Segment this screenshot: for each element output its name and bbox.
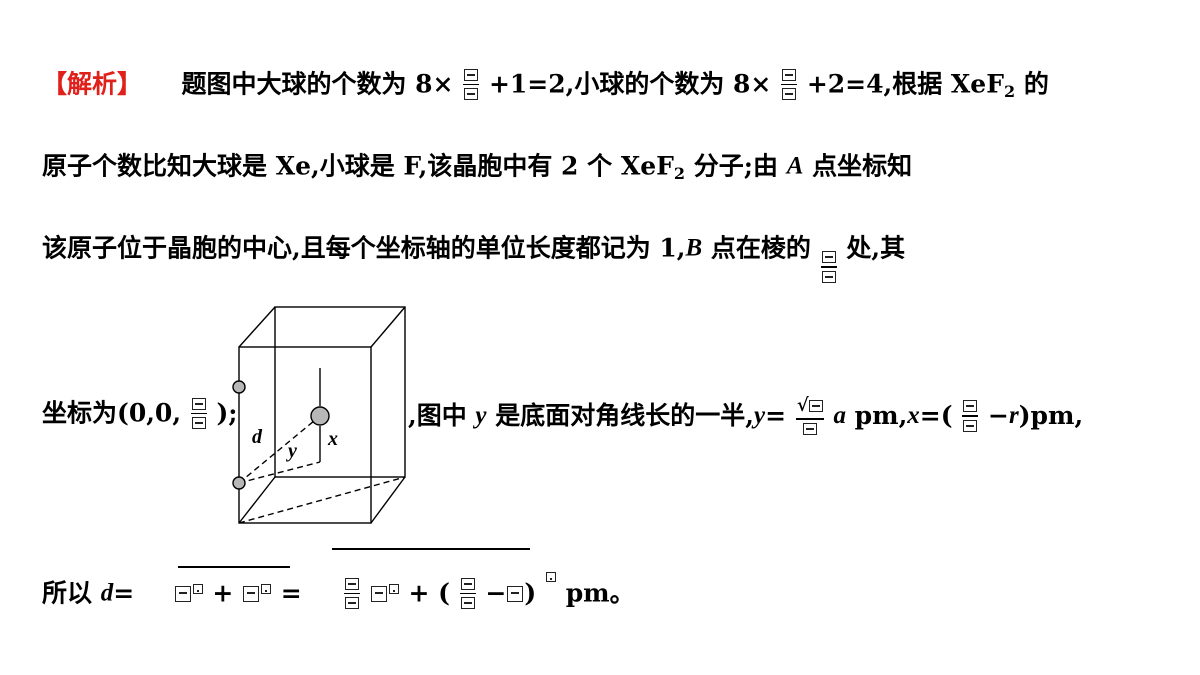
line1-text-d: 的 — [1015, 69, 1049, 99]
fraction — [344, 577, 361, 610]
placeholder-box — [260, 584, 271, 594]
line1-text-b: +1=2,小球的个数为 8× — [488, 69, 772, 99]
unit-pm: pm。 — [565, 578, 635, 608]
placeholder-box — [545, 572, 556, 582]
sqrt-symbol: √ — [796, 395, 809, 416]
equals: = — [113, 578, 135, 608]
placeholder-box — [507, 585, 524, 602]
label-x: x — [327, 428, 338, 450]
fraction — [459, 577, 476, 610]
fraction — [781, 68, 798, 101]
label-y: y — [286, 440, 297, 462]
text-line-2: 原子个数比知大球是 Xe,小球是 F,该晶胞中有 2 个 XeF2 分子;由 A… — [42, 150, 912, 189]
y-line — [238, 461, 321, 484]
placeholder-box — [192, 584, 203, 594]
placeholder-box — [174, 585, 191, 602]
radical-overline-1 — [178, 566, 290, 568]
subscript: 2 — [673, 164, 686, 183]
base-diagonal — [238, 476, 406, 524]
placeholder-box — [388, 584, 399, 594]
minus: − — [485, 578, 507, 608]
minus: − — [988, 400, 1009, 430]
cell-back-face — [274, 306, 406, 478]
line4-text-d: 是底面对角线长的一半, — [486, 400, 754, 430]
line2-text-b: 分子;由 — [685, 151, 787, 181]
d-line — [238, 415, 321, 484]
placeholder-box — [242, 585, 259, 602]
label-d: d — [252, 426, 263, 448]
fraction — [190, 397, 207, 430]
unit-cell-diagram: d y x — [232, 306, 406, 524]
line4-text-b: ); — [216, 398, 238, 428]
line4-text-e: pm, — [845, 400, 908, 430]
line1-text-c: +2=4,根据 XeF — [806, 69, 1004, 99]
line2-text-a: 原子个数比知大球是 Xe,小球是 F,该晶胞中有 2 个 XeF — [42, 151, 674, 181]
var-x: x — [907, 401, 920, 429]
text-line-4-left: 坐标为(0,0, ); — [42, 397, 238, 430]
line1-text-a: 题图中大球的个数为 8× — [181, 69, 454, 99]
line3-text-a: 该原子位于晶胞的中心,且每个坐标轴的单位长度都记为 1, — [42, 233, 686, 263]
radical-overline-2 — [332, 548, 530, 550]
small-atom-upper — [232, 380, 246, 394]
fraction — [820, 251, 837, 283]
line4-text-a: 坐标为(0,0, — [42, 398, 182, 428]
text-line-1: 【解析】 题图中大球的个数为 8× +1=2,小球的个数为 8× +2=4,根据… — [42, 68, 1049, 107]
subscript: 2 — [1003, 82, 1016, 101]
var-y: y — [753, 401, 766, 429]
fraction — [962, 400, 979, 432]
cell-front-face — [238, 346, 372, 524]
equals: = — [280, 578, 302, 608]
text-line-4-right: ,图中 y 是底面对角线长的一半,y= √ a pm,x=( −r)pm, — [408, 397, 1083, 435]
line4-text-f: =( — [919, 400, 953, 430]
small-atom-lower — [232, 476, 246, 490]
large-atom — [310, 406, 330, 426]
var-y: y — [475, 401, 487, 429]
placeholder-box — [370, 585, 387, 602]
var-d: d — [100, 579, 114, 607]
point-b-label: B — [685, 234, 703, 262]
point-a-label: A — [786, 152, 804, 180]
line2-text-c: 点坐标知 — [803, 151, 913, 181]
line3-text-b: 点在棱的 — [702, 233, 811, 263]
var-r: r — [1008, 401, 1019, 429]
text-line-3: 该原子位于晶胞的中心,且每个坐标轴的单位长度都记为 1,B 点在棱的 处,其 — [42, 232, 905, 283]
plus-paren: + ( — [408, 578, 451, 608]
fraction — [463, 68, 480, 101]
line4-text-g: )pm, — [1018, 400, 1084, 430]
line5-text-a: 所以 — [42, 578, 101, 608]
text-line-5: 所以 d= + = + ( −) pm。 — [42, 572, 635, 610]
equals: = — [765, 400, 787, 430]
line3-text-c: 处,其 — [846, 233, 906, 263]
sqrt-fraction: √ — [795, 395, 824, 435]
plus: + — [212, 578, 242, 608]
line4-text-c: ,图中 — [408, 400, 476, 430]
var-a: a — [833, 401, 846, 429]
analysis-label: 【解析】 — [42, 69, 143, 99]
close-paren: ) — [524, 578, 537, 608]
